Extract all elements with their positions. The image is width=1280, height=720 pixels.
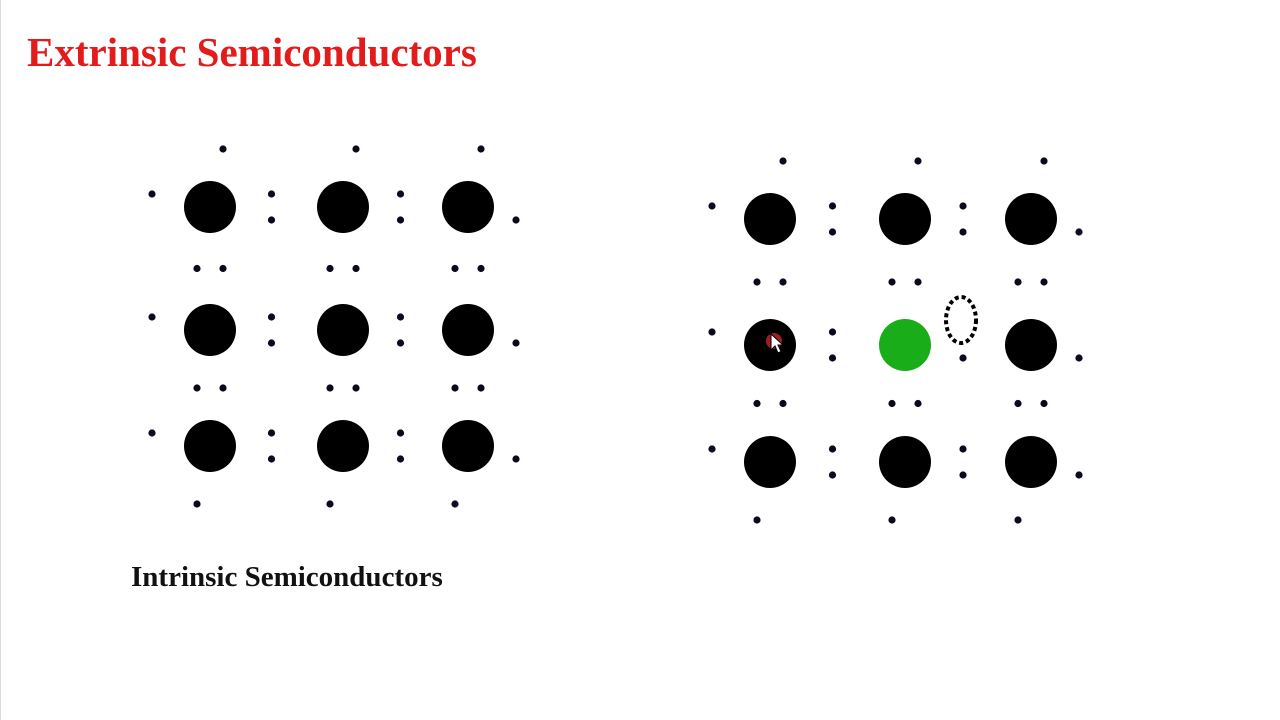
edge-electron	[326, 500, 334, 508]
edge-electron	[193, 500, 201, 508]
atom-core	[317, 181, 369, 233]
edge-electron	[451, 500, 459, 508]
bond-electron	[1040, 399, 1048, 408]
bond-electron	[477, 384, 485, 392]
slide-left-border	[0, 0, 1, 720]
bond-electron	[1014, 278, 1022, 286]
atom-core	[442, 181, 494, 233]
bond-electron	[753, 399, 761, 408]
atom-core	[184, 304, 236, 356]
bond-electron	[1014, 399, 1022, 408]
edge-electron	[708, 445, 716, 453]
bond-electron	[267, 216, 276, 224]
bond-electron	[888, 278, 896, 286]
bond-electron	[396, 429, 405, 437]
edge-electron	[352, 145, 360, 153]
bond-electron	[959, 202, 967, 210]
bond-electron	[779, 278, 787, 286]
atom-core	[184, 181, 236, 233]
bond-electron	[267, 455, 276, 463]
edge-electron	[512, 455, 520, 463]
bond-electron	[352, 384, 360, 392]
dopant-atom	[879, 319, 931, 371]
bond-electron	[477, 264, 485, 273]
intrinsic-caption: Intrinsic Semiconductors	[131, 561, 443, 593]
bond-electron	[451, 384, 459, 392]
edge-electron	[914, 157, 922, 165]
bond-electron	[396, 190, 405, 198]
edge-electron	[512, 216, 520, 224]
bond-electron	[753, 278, 761, 286]
bond-electron	[219, 384, 227, 392]
bond-electron	[193, 384, 201, 392]
bond-electron	[267, 190, 276, 198]
bond-electron	[959, 471, 967, 479]
bond-electron	[451, 264, 459, 273]
bond-electron	[828, 445, 837, 453]
bond-electron	[396, 339, 405, 347]
bond-electron	[267, 339, 276, 347]
edge-electron	[1075, 354, 1083, 362]
atom-core	[442, 420, 494, 472]
atom-core	[744, 436, 796, 488]
atom-core	[317, 420, 369, 472]
bond-electron	[326, 384, 334, 392]
edge-electron	[753, 516, 761, 524]
bond-electron	[828, 228, 837, 236]
bond-electron	[779, 399, 787, 408]
bond-electron	[959, 228, 967, 236]
edge-electron	[148, 429, 156, 437]
edge-electron	[148, 190, 156, 198]
extrinsic-lattice	[708, 157, 1083, 524]
edge-electron	[708, 328, 716, 336]
bond-electron	[959, 354, 967, 362]
atom-core	[184, 420, 236, 472]
bond-electron	[396, 216, 405, 224]
slide-title: Extrinsic Semiconductors	[27, 29, 477, 75]
edge-electron	[148, 313, 156, 321]
bond-electron	[828, 202, 837, 210]
atom-core	[879, 193, 931, 245]
hole-marker	[944, 295, 978, 345]
edge-electron	[512, 339, 520, 347]
intrinsic-lattice	[148, 145, 520, 508]
atom-core	[1005, 319, 1057, 371]
edge-electron	[1075, 228, 1083, 236]
atom-core	[744, 193, 796, 245]
cursor-layer	[766, 332, 785, 354]
bond-electron	[219, 264, 227, 273]
bond-electron	[267, 313, 276, 321]
edge-electron	[779, 157, 787, 165]
bond-electron	[914, 278, 922, 286]
bond-electron	[352, 264, 360, 273]
bond-electron	[828, 328, 837, 336]
atom-core	[879, 436, 931, 488]
mouse-pointer-icon	[770, 332, 785, 354]
bond-electron	[193, 264, 201, 273]
bond-electron	[396, 455, 405, 463]
bond-electron	[396, 313, 405, 321]
atom-core	[1005, 193, 1057, 245]
bond-electron	[828, 471, 837, 479]
edge-electron	[1014, 516, 1022, 524]
edge-electron	[888, 516, 896, 524]
atom-core	[1005, 436, 1057, 488]
bond-electron	[888, 399, 896, 408]
bond-electron	[1040, 278, 1048, 286]
edge-electron	[708, 202, 716, 210]
edge-electron	[219, 145, 227, 153]
bond-electron	[828, 354, 837, 362]
atom-core	[317, 304, 369, 356]
atom-core	[442, 304, 494, 356]
bond-electron	[326, 264, 334, 273]
edge-electron	[477, 145, 485, 153]
bond-electron	[267, 429, 276, 437]
edge-electron	[1075, 471, 1083, 479]
bond-electron	[959, 445, 967, 453]
bond-electron	[914, 399, 922, 408]
edge-electron	[1040, 157, 1048, 165]
